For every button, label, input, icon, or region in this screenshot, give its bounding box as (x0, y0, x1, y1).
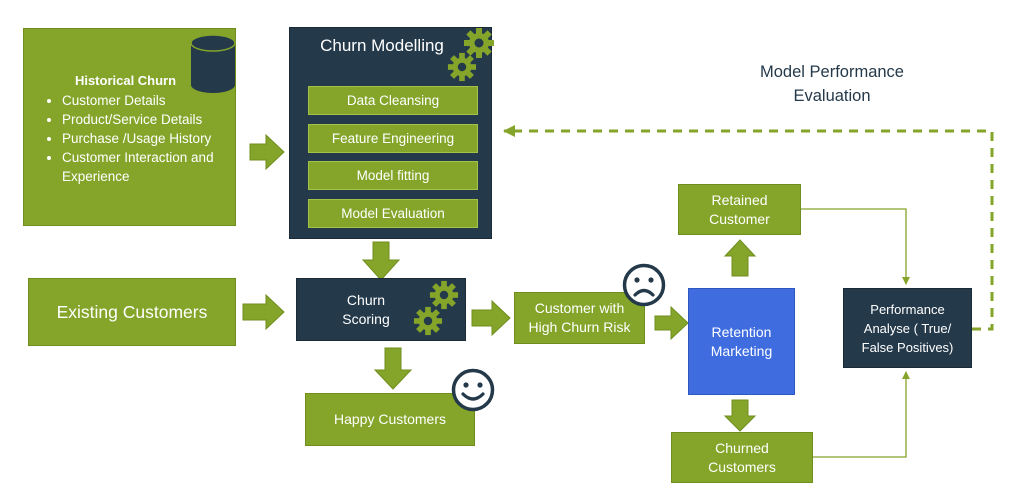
model-performance-evaluation-label: Model Performance Evaluation (733, 60, 931, 108)
gear-icon (413, 306, 443, 336)
step-model-evaluation: Model Evaluation (308, 199, 478, 228)
list-item: Customer Details (62, 91, 225, 110)
performance-line3: False Positives) (861, 339, 954, 355)
existing-customers-label: Existing Customers (56, 301, 208, 322)
block-arrow-existing-to-scoring (242, 293, 285, 331)
block-arrow-retention-to-retained (723, 239, 757, 277)
churn-scoring-line2: Scoring (342, 310, 390, 327)
historical-churn-list: Customer Details Product/Service Details… (36, 91, 225, 186)
retained-customer-box: Retained Customer (678, 184, 801, 235)
evaluation-line1: Model Performance (760, 63, 904, 81)
retained-customer-line2: Customer (709, 210, 770, 227)
performance-analyse-box: Performance Analyse ( True/ False Positi… (843, 288, 972, 368)
connector-churned-to-performance (813, 371, 910, 458)
churn-modelling-title: Churn Modelling (320, 36, 444, 55)
performance-line1: Performance (870, 301, 945, 317)
smiley-face-icon (451, 368, 495, 412)
historical-churn-box: Historical Churn Customer Details Produc… (23, 28, 236, 226)
block-arrow-historical-to-modelling (249, 133, 285, 171)
happy-customers-box: Happy Customers (305, 393, 475, 446)
list-item: Customer Interaction and Experience (62, 148, 225, 186)
sad-face-icon (622, 263, 666, 307)
happy-customers-label: Happy Customers (333, 411, 447, 427)
gear-icon (464, 28, 494, 58)
connector-retained-to-performance (801, 208, 910, 285)
step-model-fitting: Model fitting (308, 161, 478, 190)
dashed-feedback-loop (503, 125, 994, 331)
high-churn-risk-box: Customer with High Churn Risk (514, 292, 645, 344)
list-item: Product/Service Details (62, 110, 225, 129)
gear-icon (429, 280, 459, 310)
block-arrow-scoring-to-happy (373, 347, 413, 390)
high-churn-risk-line2: High Churn Risk (528, 319, 631, 335)
existing-customers-box: Existing Customers (28, 278, 236, 346)
churned-customers-line2: Customers (708, 458, 776, 475)
step-feature-engineering: Feature Engineering (308, 124, 478, 153)
churned-customers-box: Churned Customers (671, 432, 813, 483)
block-arrow-retention-to-churned (723, 399, 757, 432)
churn-modelling-box: Churn Modelling Data Cleansing Feature E… (289, 27, 492, 239)
retention-marketing-line2: Marketing (710, 342, 773, 359)
database-icon (190, 34, 236, 93)
churn-scoring-line1: Churn (346, 291, 386, 308)
evaluation-line2: Evaluation (793, 87, 871, 105)
retained-customer-line1: Retained (711, 191, 768, 208)
high-churn-risk-line1: Customer with (534, 300, 625, 316)
historical-churn-title: Historical Churn (74, 73, 177, 88)
block-arrow-highrisk-to-retention (654, 305, 689, 341)
block-arrow-scoring-to-highrisk (471, 299, 511, 337)
block-arrow-modelling-to-scoring (361, 241, 401, 281)
list-item: Purchase /Usage History (62, 129, 225, 148)
retention-marketing-line1: Retention (711, 323, 772, 340)
performance-line2: Analyse ( True/ (863, 320, 952, 336)
retention-marketing-box: Retention Marketing (688, 288, 795, 395)
gear-icon (447, 52, 477, 82)
churned-customers-line1: Churned (715, 439, 769, 456)
step-data-cleansing: Data Cleansing (308, 86, 478, 115)
